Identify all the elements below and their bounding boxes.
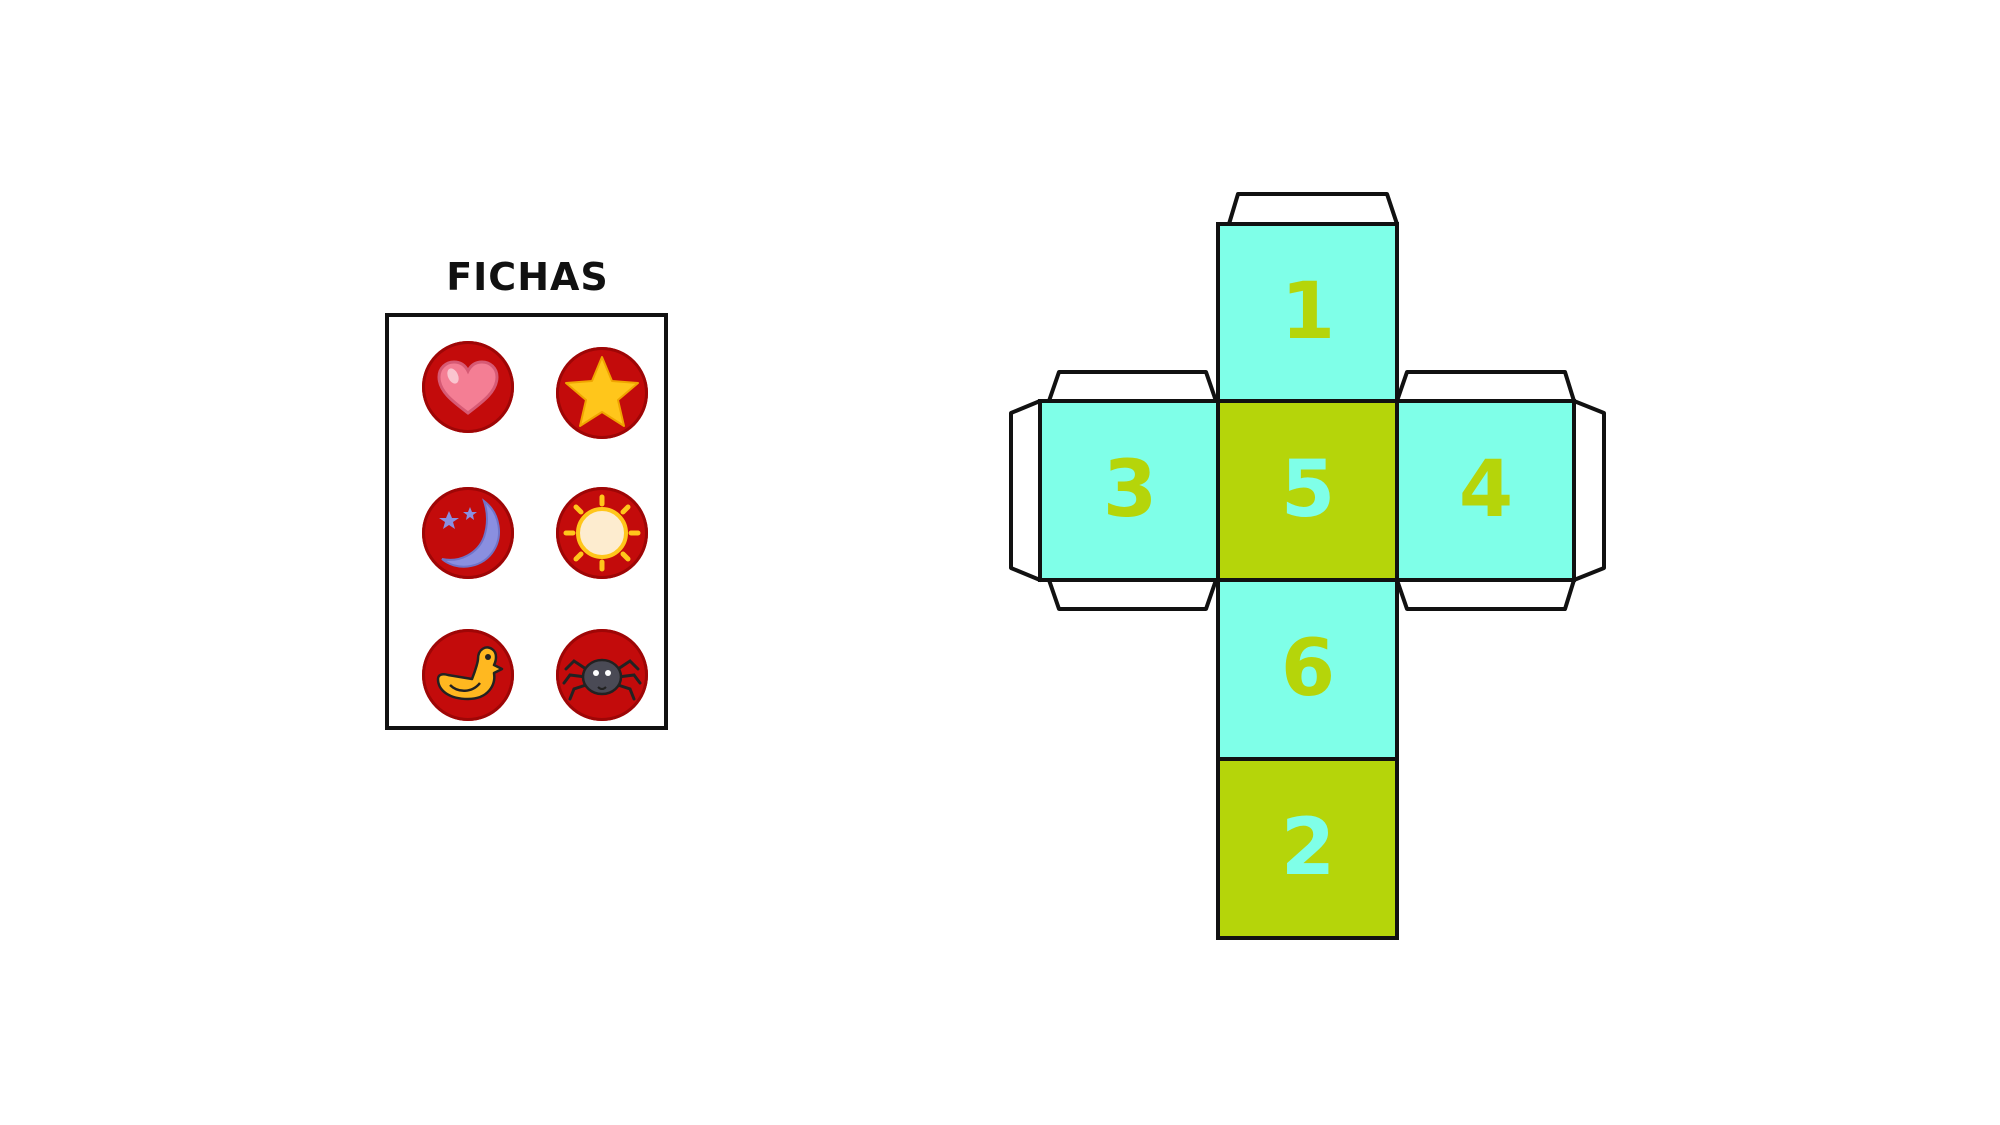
duck-icon [436,646,504,701]
tab-left-bottom [1047,578,1218,611]
token-heart[interactable] [422,341,514,433]
face-number-center: 5 [1281,445,1335,535]
tokens-card [385,313,668,730]
tab-left-side [1009,399,1042,582]
tokens-title: FICHAS [446,255,609,299]
face-number-right: 4 [1459,445,1513,535]
tab-left-top [1047,370,1218,403]
face-number-left: 3 [1103,445,1157,535]
token-star[interactable] [556,347,648,439]
face-number-top: 1 [1281,267,1335,357]
token-duck[interactable] [422,629,514,721]
heart-icon [437,360,499,415]
star-icon [565,356,639,427]
tab-top [1227,192,1399,226]
face-right [1395,399,1576,582]
tab-right-top [1395,370,1576,403]
moon-icon [439,498,500,568]
token-spider[interactable] [556,629,648,721]
glue-tabs [1009,192,1606,611]
face-number-lower: 6 [1281,624,1335,714]
tab-right-bottom [1395,578,1576,611]
face-bottom [1216,757,1399,940]
token-moon[interactable] [422,487,514,579]
face-number-bottom: 2 [1281,803,1335,893]
token-sun[interactable] [556,487,648,579]
tab-right-side [1572,399,1606,582]
face-left [1038,399,1220,582]
sun-icon [563,494,641,572]
face-top [1216,222,1399,405]
spider-icon [562,658,642,701]
